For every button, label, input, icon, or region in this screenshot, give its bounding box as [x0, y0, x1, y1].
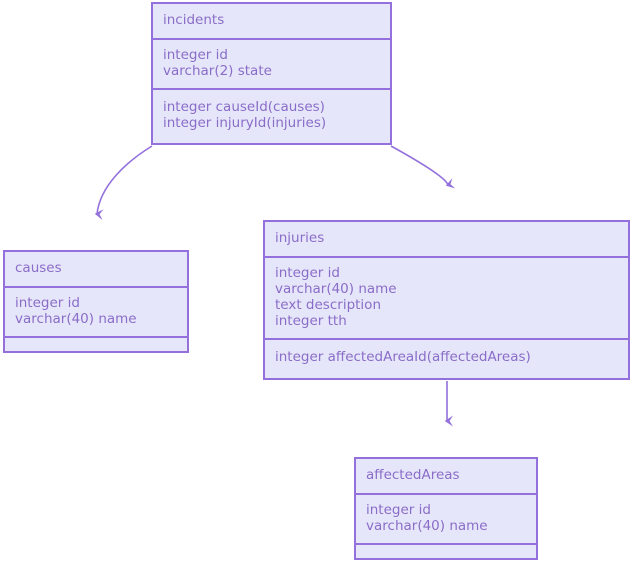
entity-injuries-attributes: integer id varchar(40) name text descrip… — [265, 258, 628, 338]
entity-incidents-title: incidents — [163, 12, 225, 28]
entity-injuries-divider-2 — [265, 338, 628, 340]
entity-affectedareas-foreign-keys — [356, 545, 536, 557]
entity-causes[interactable]: causes integer id varchar(40) name — [3, 250, 189, 353]
attribute-row: varchar(40) name — [366, 518, 488, 534]
foreign-key-row: integer causeId(causes) — [163, 99, 325, 115]
edge-incidents-to-causes — [94, 145, 153, 221]
entity-causes-title: causes — [15, 260, 62, 276]
foreign-key-row: integer injuryId(injuries) — [163, 115, 327, 131]
foreign-key-row: integer affectedAreaId(affectedAreas) — [275, 349, 531, 365]
attribute-row: text description — [275, 297, 381, 313]
attribute-row: integer id — [366, 502, 431, 518]
entity-causes-divider-1 — [5, 286, 187, 288]
entity-incidents-divider-1 — [153, 38, 390, 40]
entity-injuries[interactable]: injuries integer id varchar(40) name tex… — [263, 220, 630, 380]
attribute-row: integer id — [275, 265, 340, 281]
entity-affectedareas[interactable]: affectedAreas integer id varchar(40) nam… — [354, 457, 538, 560]
attribute-row: varchar(2) state — [163, 63, 272, 79]
entity-affectedareas-title: affectedAreas — [366, 467, 460, 483]
entity-incidents[interactable]: incidents integer id varchar(2) state in… — [151, 2, 392, 145]
entity-causes-attributes: integer id varchar(40) name — [5, 288, 187, 336]
entity-injuries-title: injuries — [275, 230, 325, 246]
attribute-row: varchar(40) name — [275, 281, 397, 297]
entity-causes-foreign-keys — [5, 338, 187, 350]
entity-injuries-foreign-keys: integer affectedAreaId(affectedAreas) — [265, 340, 628, 375]
entity-causes-divider-2 — [5, 336, 187, 338]
entity-affectedareas-divider-1 — [356, 493, 536, 495]
entity-affectedareas-attributes: integer id varchar(40) name — [356, 495, 536, 543]
attribute-row: integer id — [15, 295, 80, 311]
entity-injuries-divider-1 — [265, 256, 628, 258]
entity-incidents-divider-2 — [153, 88, 390, 90]
attribute-row: integer id — [163, 47, 228, 63]
entity-incidents-attributes: integer id varchar(2) state — [153, 40, 390, 88]
entity-incidents-foreign-keys: integer causeId(causes) integer injuryId… — [153, 90, 390, 141]
entity-affectedareas-divider-2 — [356, 543, 536, 545]
attribute-row: varchar(40) name — [15, 311, 137, 327]
edge-incidents-to-injuries — [390, 145, 456, 189]
attribute-row: integer tth — [275, 313, 347, 329]
